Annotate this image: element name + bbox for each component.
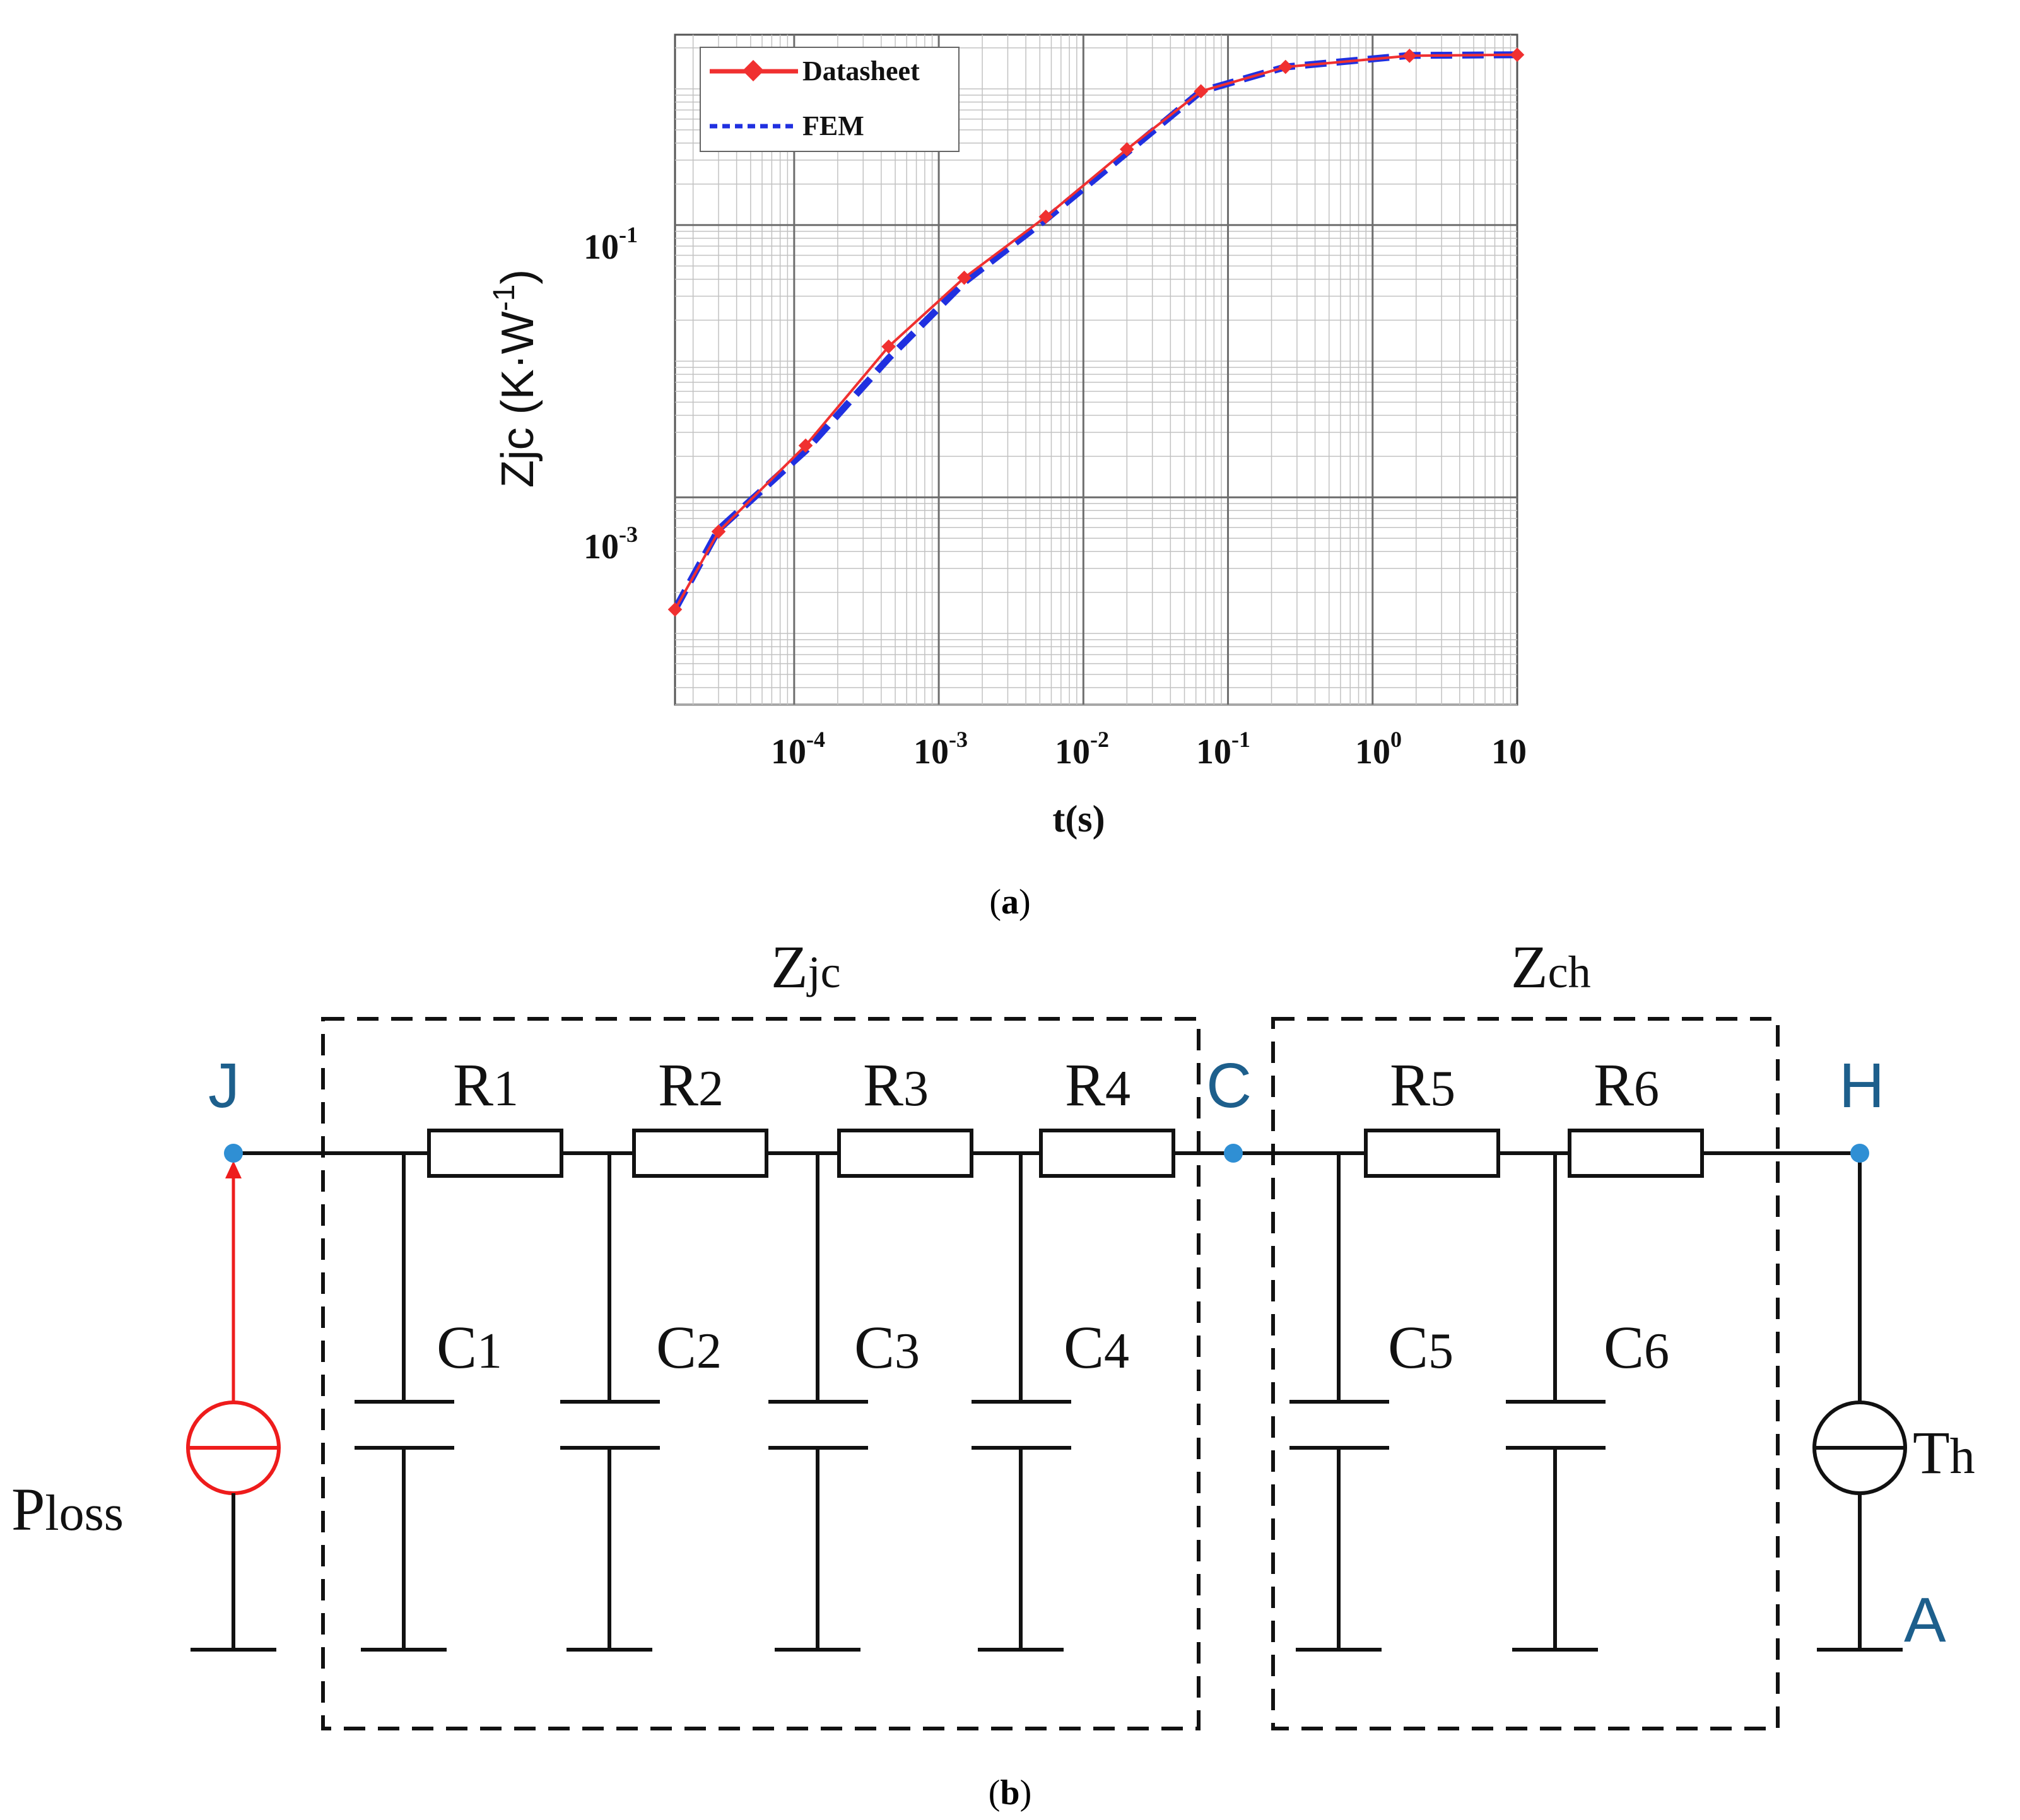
y-tick-labels: 10-3 10-1	[584, 222, 638, 567]
resistor-label: R1	[453, 1051, 519, 1118]
x-tick-label: 10-2	[1055, 727, 1109, 772]
th-source	[1812, 1153, 1907, 1652]
x-axis-label: t(s)	[1052, 798, 1105, 840]
node-c-label: C	[1206, 1050, 1252, 1121]
y-axis-label: Zjc (K·W-1)	[488, 269, 543, 488]
capacitors	[355, 1153, 1606, 1652]
ploss-label: Ploss	[11, 1476, 124, 1543]
y-tick-label: 10-1	[584, 222, 638, 267]
legend-datasheet-label: Datasheet	[802, 56, 920, 86]
resistor-r6	[1568, 1129, 1704, 1178]
chart-panel: Datasheet FEM 10-4 10-3 10-2 10-1 100 10…	[488, 33, 1527, 840]
resistor-label: R6	[1594, 1051, 1659, 1118]
datasheet-marker	[711, 524, 726, 539]
resistor-r5	[1364, 1129, 1500, 1178]
capacitor-c4	[972, 1153, 1071, 1652]
capacitor-c2	[560, 1153, 660, 1652]
datasheet-marker	[1278, 59, 1293, 74]
panel-label-b: (b)	[989, 1773, 1031, 1812]
capacitor-label: C6	[1604, 1313, 1669, 1381]
resistor-label: R5	[1390, 1051, 1455, 1118]
zjc-group-box	[321, 1017, 1201, 1730]
node-h-label: H	[1839, 1050, 1884, 1121]
ploss-source: Ploss	[11, 1161, 281, 1652]
capacitor-labels: C1 C2 C3 C4 C5 C6	[437, 1313, 1669, 1381]
node-j-label: J	[208, 1050, 240, 1121]
panel-label-a: (a)	[989, 883, 1030, 922]
resistor-label: R4	[1065, 1051, 1130, 1118]
capacitor-c1	[355, 1153, 454, 1652]
legend: Datasheet FEM	[700, 47, 960, 152]
th-label: Th	[1913, 1419, 1975, 1486]
ploss-arrow-icon	[225, 1161, 242, 1178]
resistor-label: R3	[863, 1051, 929, 1118]
datasheet-marker	[881, 339, 896, 354]
datasheet-marker	[798, 438, 813, 453]
node-c-dot	[1224, 1144, 1243, 1163]
resistors	[427, 1129, 1704, 1178]
zch-group-label: Zch	[1511, 933, 1591, 1001]
legend-datasheet-marker	[743, 60, 764, 81]
capacitor-c3	[768, 1153, 868, 1652]
x-tick-label: 10-3	[913, 727, 968, 772]
datasheet-marker	[667, 602, 683, 617]
x-tick-label: 10	[1491, 732, 1527, 772]
x-tick-labels: 10-4 10-3 10-2 10-1 100 10	[771, 727, 1527, 772]
capacitor-c6	[1506, 1153, 1606, 1652]
node-j-dot	[224, 1144, 243, 1163]
datasheet-marker	[957, 270, 972, 285]
legend-fem-label: FEM	[802, 110, 864, 141]
node-h-dot	[1850, 1144, 1869, 1163]
x-tick-label: 10-4	[771, 727, 825, 772]
zch-group-box	[1271, 1017, 1780, 1730]
y-tick-label: 10-3	[584, 522, 638, 567]
datasheet-marker	[1402, 49, 1417, 63]
resistor-r4	[1039, 1129, 1175, 1178]
capacitor-label: C5	[1388, 1313, 1453, 1381]
resistor-r2	[632, 1129, 768, 1178]
resistor-labels: R1 R2 R3 R4 R5 R6	[453, 1051, 1659, 1118]
zjc-group-label: Zjc	[771, 933, 841, 1001]
resistor-r1	[427, 1129, 563, 1178]
x-tick-label: 100	[1355, 727, 1402, 772]
capacitor-label: C3	[854, 1313, 920, 1381]
datasheet-marker	[1038, 209, 1054, 224]
resistor-r3	[837, 1129, 973, 1178]
x-tick-label: 10-1	[1196, 727, 1250, 772]
capacitor-c5	[1289, 1153, 1389, 1652]
capacitor-label: C1	[437, 1313, 502, 1381]
capacitor-label: C2	[656, 1313, 722, 1381]
node-a-label: A	[1904, 1585, 1946, 1655]
legend-box	[700, 47, 960, 152]
series-layer	[667, 47, 1525, 617]
datasheet-marker	[1510, 47, 1525, 62]
capacitor-label: C4	[1064, 1313, 1129, 1381]
circuit-panel: Zjc Zch R1 R2 R3 R4 R5 R6	[11, 933, 1975, 1730]
resistor-label: R2	[658, 1051, 724, 1118]
